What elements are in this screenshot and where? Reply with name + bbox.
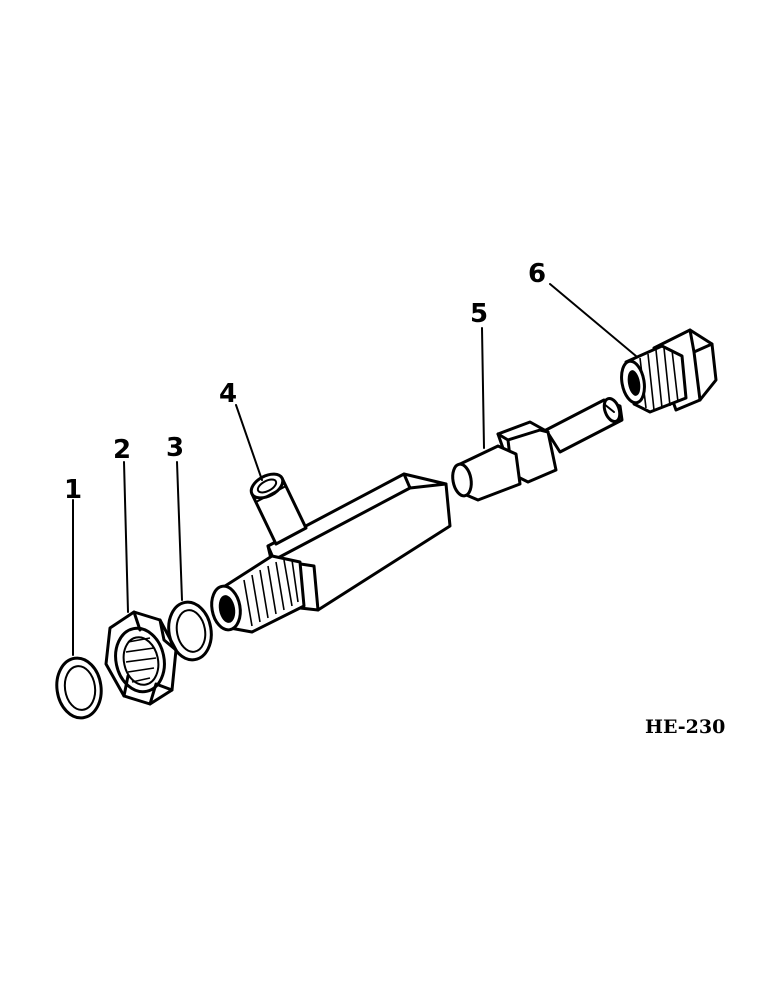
callout-1: 1 — [64, 475, 82, 505]
leader-line-6 — [549, 283, 637, 357]
part-6-plug — [620, 328, 718, 414]
callout-3: 3 — [166, 433, 184, 463]
leader-line-4 — [235, 404, 263, 481]
leader-line-3 — [176, 461, 183, 601]
part-2-hex-nut — [104, 610, 178, 706]
part-5-plunger — [451, 396, 624, 502]
part-3-o-ring — [167, 600, 213, 662]
leader-line-2 — [123, 461, 129, 613]
callout-4: 4 — [219, 379, 237, 409]
figure-code: HE-230 — [645, 716, 725, 738]
leader-lines — [72, 283, 637, 656]
leader-line-5 — [481, 327, 485, 449]
part-1-o-ring — [55, 656, 103, 720]
callout-6: 6 — [528, 259, 546, 289]
callout-2: 2 — [113, 435, 131, 465]
part-4-tee-body — [210, 472, 452, 634]
callout-5: 5 — [470, 299, 488, 329]
